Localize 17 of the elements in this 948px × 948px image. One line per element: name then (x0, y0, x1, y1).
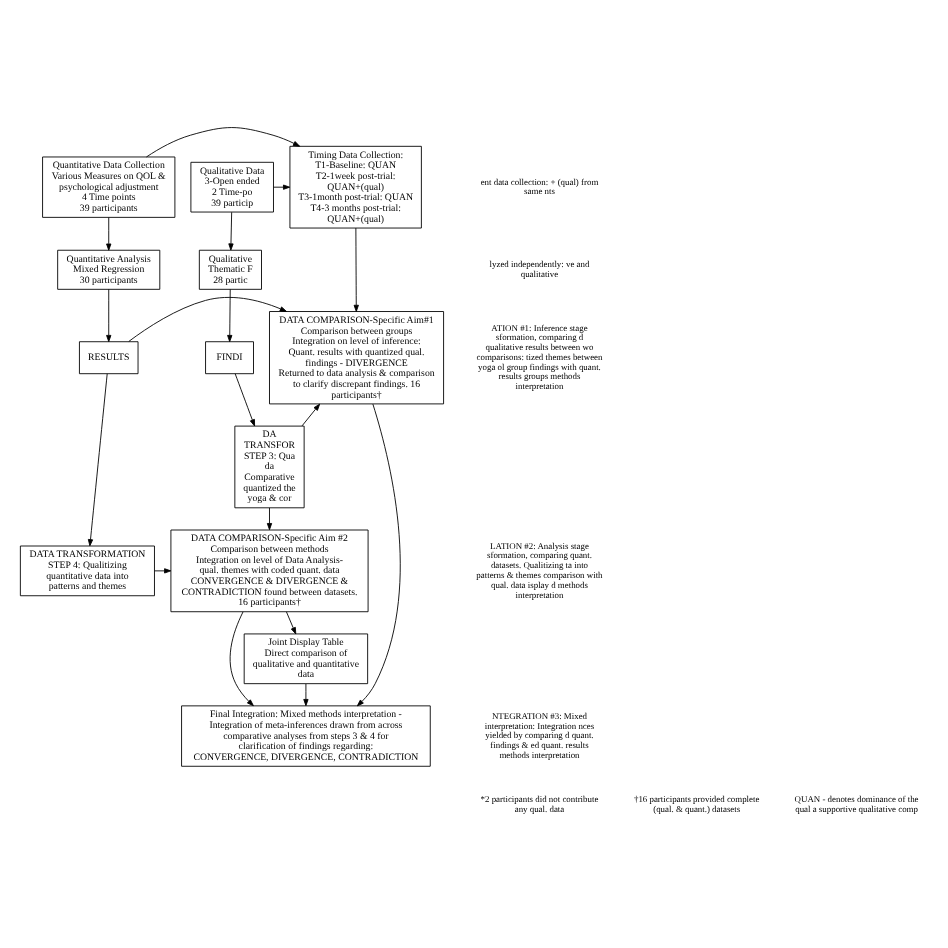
arrow (229, 611, 254, 707)
arrow (356, 403, 401, 707)
arrow (228, 211, 234, 251)
arrow (273, 184, 291, 190)
arrow (303, 683, 309, 707)
arrow (128, 296, 287, 342)
arrow (87, 373, 108, 547)
arrow (301, 403, 321, 427)
arrow (106, 288, 112, 343)
arrow (154, 568, 172, 574)
arrow (266, 507, 273, 531)
arrow (106, 217, 112, 251)
arrow (353, 227, 359, 312)
arrow (146, 127, 301, 158)
arrow (234, 373, 256, 427)
arrow (227, 288, 233, 343)
arrow (286, 611, 297, 635)
